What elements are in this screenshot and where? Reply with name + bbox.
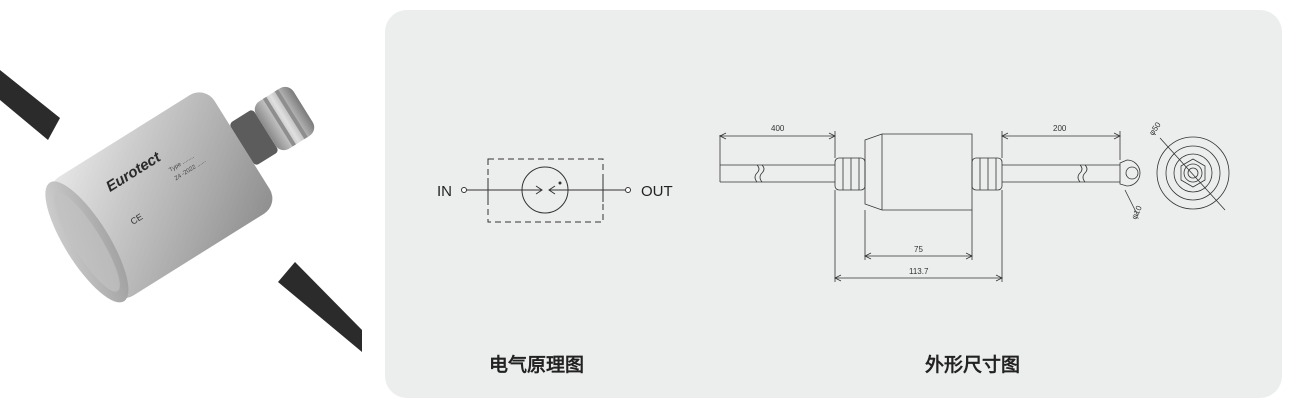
electrical-schematic [461, 158, 631, 223]
schematic-caption: 电气原理图 [489, 354, 585, 376]
cable-right [278, 262, 362, 352]
cable-left [0, 70, 60, 140]
end-view-outer [1156, 136, 1230, 210]
input-terminal [461, 187, 467, 193]
dim-body-length: 75 [914, 245, 923, 254]
product-photo: Eurotect Type ........ Z4 -2022 ...... C… [0, 70, 362, 352]
diagram-panel: IN OUT [385, 10, 1282, 398]
dimension-caption: 外形尺寸图 [925, 354, 1021, 376]
dim-cable-left: 400 [771, 124, 785, 133]
out-label: OUT [641, 183, 673, 200]
diagram-canvas: IN OUT [437, 120, 1230, 282]
dim-diameter-body: φ50 [1147, 120, 1163, 137]
dim-cable-right: 200 [1053, 124, 1067, 133]
dimension-drawing [719, 131, 1230, 282]
dim-diameter-ring: φ10 [1130, 204, 1144, 221]
dim-overall-length: 113.7 [909, 267, 929, 276]
output-terminal [625, 187, 631, 193]
in-label: IN [437, 183, 452, 200]
